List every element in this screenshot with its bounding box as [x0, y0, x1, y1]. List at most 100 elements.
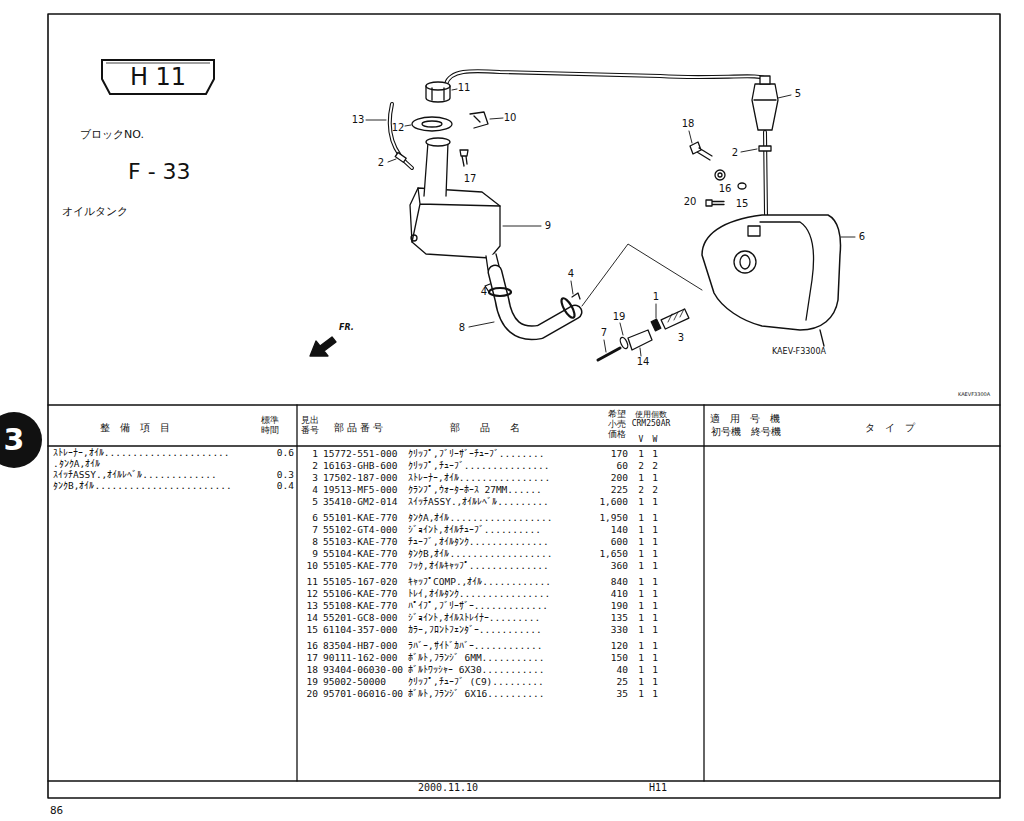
callout-number: 11	[458, 82, 471, 94]
part-name: ﾎﾞﾙﾄ,ﾌﾗﾝｼﾞ 6X16..........	[408, 688, 545, 699]
quantity: 1	[652, 664, 658, 675]
quantity: 1	[638, 600, 644, 611]
breather-pipe	[390, 104, 412, 168]
level-switch	[752, 84, 778, 130]
retail-price: 1,950	[599, 513, 628, 524]
part-name: ｸﾘｯﾌﾟ,ﾁｭｰﾌﾞ...............	[408, 460, 550, 471]
flange-bolt	[460, 150, 468, 166]
ref-number: 12	[307, 588, 318, 599]
part-name: ｸﾗﾝﾌﾟ,ｳｫｰﾀｰﾎｰｽ 27MM......	[408, 484, 542, 495]
retail-price: 330	[611, 624, 628, 635]
part-number: 17502-187-000	[323, 472, 397, 483]
retail-price: 40	[617, 664, 628, 675]
strainer-clip	[651, 319, 661, 331]
quantity: 1	[652, 652, 658, 663]
quantity: 1	[638, 688, 644, 699]
retail-price: 1,600	[599, 496, 628, 507]
service-time: 0.4	[277, 481, 294, 492]
tab-circle	[0, 412, 42, 468]
oil-cap	[431, 88, 432, 100]
section-tab: 3	[0, 412, 42, 468]
quantity: 1	[638, 513, 644, 524]
table-header: W	[653, 435, 658, 444]
callout-number: 6	[859, 231, 865, 243]
part-number: 55105-KAE-770	[323, 560, 397, 571]
oil-tank-b	[426, 138, 450, 146]
quantity: 1	[638, 676, 644, 687]
retail-price: 135	[611, 612, 628, 623]
oil-cap	[443, 88, 444, 100]
ref-number: 7	[312, 524, 318, 535]
quantity: 1	[638, 496, 644, 507]
callout-number: 1	[653, 291, 659, 303]
retail-price: 25	[617, 676, 628, 687]
table-header: 終号機	[751, 427, 781, 438]
fender-collar	[738, 183, 746, 189]
ref-number: 8	[312, 536, 318, 547]
retail-price: 1,650	[599, 548, 628, 559]
part-name: ﾊﾟｲﾌﾟ,ﾌﾞﾘｰｻﾞｰ.............	[408, 600, 548, 611]
service-item: ｽｲｯﾁASSY.,ｵｲﾙﾚﾍﾞﾙ.............	[53, 470, 217, 481]
quantity: 1	[638, 524, 644, 535]
callout-number: 16	[719, 183, 732, 195]
part-number: 55106-KAE-770	[323, 588, 397, 599]
callout-number: 19	[613, 311, 626, 323]
oil-tank-b	[411, 235, 417, 241]
block-badge: H 11	[100, 58, 216, 96]
part-name: ｶﾗｰ,ﾌﾛﾝﾄﾌｪﾝﾀﾞｰ...........	[408, 624, 542, 635]
oil-tank-a	[702, 215, 841, 330]
retail-price: 35	[617, 688, 628, 699]
strainer-joint	[628, 330, 652, 350]
callout-number: 8	[459, 322, 465, 334]
table-header: 部 品 番 号	[334, 423, 383, 434]
quantity: 1	[638, 536, 644, 547]
breather-pipe	[765, 132, 766, 215]
table-header: V	[639, 435, 644, 444]
part-name: ﾀﾝｸB,ｵｲﾙ..................	[408, 548, 552, 559]
ref-number: 3	[312, 472, 318, 483]
table-header: 整 備 項 目	[100, 423, 170, 434]
service-item: ﾀﾝｸB,ｵｲﾙ........................	[53, 481, 232, 492]
callout-number: 20	[684, 196, 697, 208]
level-switch	[760, 76, 770, 84]
part-number: 55103-KAE-770	[323, 536, 397, 547]
retail-price: 360	[611, 560, 628, 571]
ref-number: 4	[312, 484, 318, 495]
badge-outline	[102, 60, 214, 94]
callout-number: 5	[795, 88, 801, 100]
quantity: 1	[638, 560, 644, 571]
part-number: 16163-GHB-600	[323, 460, 397, 471]
quantity: 1	[652, 612, 658, 623]
oil-hose	[495, 272, 575, 333]
callout-number: 15	[736, 198, 749, 210]
part-name: ﾄﾚｲ,ｵｲﾙﾀﾝｸ................	[408, 588, 550, 599]
block-number: F - 33	[128, 159, 191, 184]
part-name: ﾗﾊﾞｰ,ｻｲﾄﾞｶﾊﾞｰ............	[408, 641, 542, 652]
tube-clip	[759, 146, 771, 151]
retail-price: 225	[611, 484, 628, 495]
reference-line	[582, 244, 702, 306]
callout-number: 3	[678, 332, 684, 344]
quantity: 1	[638, 624, 644, 635]
oil-tank-a	[748, 226, 760, 236]
quantity: 1	[638, 612, 644, 623]
callout-number: 10	[504, 112, 517, 124]
part-name: ﾎﾞﾙﾄ,ﾌﾗﾝｼﾞ 6MM...........	[408, 652, 545, 663]
oil-strainer	[661, 309, 689, 329]
tube-joint	[598, 348, 620, 360]
quantity: 1	[638, 548, 644, 559]
table-rule	[296, 405, 297, 781]
part-name: ｽﾄﾚｰﾅｰ,ｵｲﾙ................	[408, 472, 550, 483]
callout-number: 7	[601, 327, 607, 339]
node-label: 3	[4, 425, 25, 455]
oil-hose	[495, 272, 575, 333]
quantity: 2	[652, 460, 658, 471]
quantity: 1	[652, 472, 658, 483]
quantity: 1	[652, 588, 658, 599]
hose-clamp	[489, 288, 511, 296]
quantity: 2	[638, 484, 644, 495]
quantity: 2	[652, 484, 658, 495]
quantity: 2	[638, 460, 644, 471]
ref-number: 18	[307, 664, 318, 675]
